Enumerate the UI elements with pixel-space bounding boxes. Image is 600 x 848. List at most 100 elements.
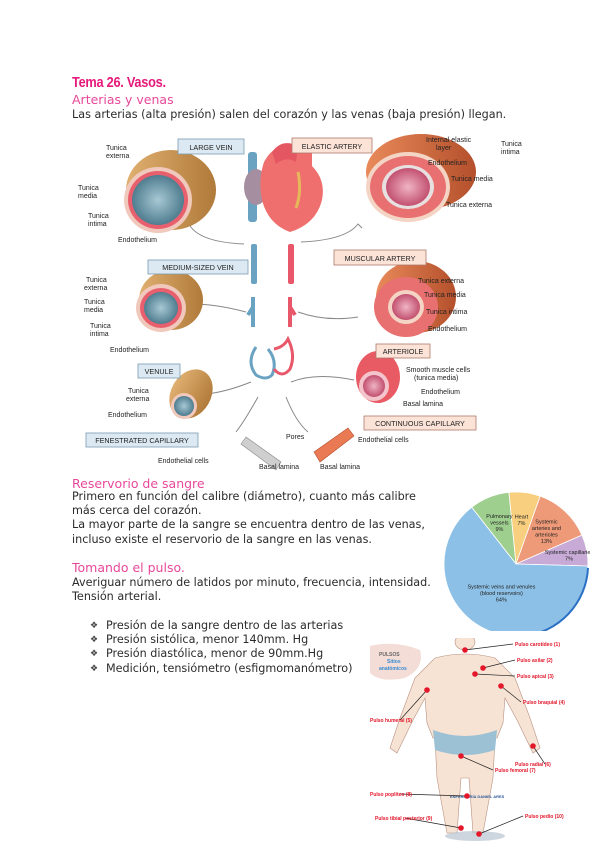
large-vein-illustration (124, 150, 216, 233)
bullet-text: Presión de la sangre dentro de las arter… (106, 619, 344, 632)
pulse-pointer-line (460, 755, 494, 771)
pie-label: 7% (565, 557, 573, 563)
fenestrated-capillary-label: FENESTRATED CAPILLARY (95, 436, 189, 445)
venule-box (137, 363, 181, 379)
lv-intima-label: intima (88, 221, 107, 228)
pie-label: Pulmonary (486, 514, 513, 520)
reservorio-line: más cerca del corazón. (72, 504, 202, 518)
bullet-item: ❖Presión diastólica, menor de 90mm.Hg (90, 647, 353, 661)
watermark-text: ENFERMERÍA DANIEL ARES (450, 794, 505, 799)
ma-tunica-media-label: Tunica media (424, 292, 466, 299)
pie-label: arteries and (532, 526, 561, 532)
pulse-point-label: Pulso humeral (5) (370, 718, 412, 724)
ma-endothelium-label: Endothelium (428, 326, 467, 333)
lv-tunica-externa-label: Tunica (106, 145, 127, 152)
elastic-artery-box (291, 137, 373, 154)
lv-tunica-media-label: Tunica (78, 185, 99, 192)
pulse-point-label: Pulso braquial (4) (523, 700, 565, 706)
mv-externa-label: externa (84, 285, 107, 292)
pulso-text: Averiguar número de latidos por minuto, … (72, 576, 431, 589)
muscular-artery-box (333, 249, 427, 266)
pulse-point-dot (458, 825, 464, 831)
pie-label: Systemic (535, 520, 558, 526)
ar-endothelium-label: Endothelium (421, 389, 460, 396)
fenestrated-capillary-box (85, 432, 199, 448)
pulse-point-dot (458, 753, 464, 759)
paragraph-reservorio: Primero en función del calibre (diámetro… (72, 490, 442, 547)
bullet-text: Presión sistólica, menor 140mm. Hg (106, 633, 309, 647)
pulse-point-label: Pulso pedio (10) (525, 814, 564, 820)
ma-tunica-externa-label: Tunica externa (418, 278, 464, 285)
pulse-point-dot (480, 665, 486, 671)
ea-intima-label: intima (501, 149, 520, 156)
muscular-artery-label: MUSCULAR ARTERY (345, 254, 416, 263)
diamond-bullet-icon: ❖ (90, 635, 99, 646)
pie-label: arterioles (535, 533, 558, 539)
mv-tunica-media-label: Tunica (84, 299, 105, 306)
mv-endothelium-label: Endothelium (110, 347, 149, 354)
ar-basal-lamina-label: Basal lamina (403, 401, 443, 408)
pulse-point-label: Pulso radial (6) (515, 762, 551, 768)
pulse-point-label: Pulso femoral (7) (495, 768, 536, 774)
section-heading-arterias: Arterias y venas (72, 92, 174, 107)
human-body-illustration (389, 638, 541, 834)
pulse-point-label: Pulso poplíteo (8) (370, 792, 412, 798)
elastic-artery-label: ELASTIC ARTERY (302, 142, 363, 151)
pulse-points-body-figure: PULSOS Sitios anatómicos ENFERMERÍA DANI… (365, 638, 565, 843)
vein-segment (251, 244, 257, 284)
pie-label: vessels (490, 521, 509, 527)
venule-label: VENULE (145, 367, 174, 376)
paragraph-arterias: Las arterias (alta presión) salen del co… (72, 108, 507, 121)
pulso-bullet-list: ❖ Presión de la sangre dentro de las arte… (90, 619, 353, 676)
mv-tunica-externa-label: Tunica (86, 277, 107, 284)
pie-slice-systemic-arteries-and-arterioles (515, 495, 583, 565)
arteriole-label: ARTERIOLE (383, 347, 424, 356)
mv-intima-label: intima (90, 331, 109, 338)
large-vein-label: LARGE VEIN (189, 143, 232, 152)
elastic-artery-illustration (366, 134, 476, 222)
pie-label: Systemic capillaries (545, 550, 590, 556)
lv-externa-label: externa (106, 153, 129, 160)
section-heading-pulso: Tomando el pulso. (72, 560, 185, 575)
bullet-item: ❖Presión de la sangre dentro de las arte… (90, 619, 353, 633)
pulse-point-dot (498, 683, 504, 689)
ar-tunica-media-label: (tunica media) (414, 375, 458, 382)
pulse-pointer-line (399, 689, 428, 721)
pulse-point-label: Pulso axilar (2) (517, 658, 553, 664)
pulse-point-dot (424, 687, 430, 693)
medium-vein-illustration (136, 270, 203, 332)
medium-vein-label: MEDIUM-SIZED VEIN (162, 263, 233, 272)
lv-tunica-intima-label: Tunica (88, 213, 109, 220)
mv-media-label: media (84, 307, 103, 314)
pulsos-badge-line3: anatómicos (379, 666, 407, 672)
arteriole-illustration (356, 351, 400, 403)
pulse-point-dot (472, 671, 478, 677)
pulsos-badge-line2: Sitios (387, 659, 401, 665)
lv-endothelium-label: Endothelium (118, 237, 157, 244)
page-title: Tema 26. Vasos. (72, 74, 166, 91)
pulse-pointer-line (404, 817, 462, 829)
heart-illustration (244, 143, 323, 232)
pie-label: Heart (515, 514, 529, 520)
blood-distribution-pie-chart: Pulmonaryvessels9%Heart7%Systemicarterie… (443, 491, 590, 631)
bullet-text: Medición, tensiómetro (esfigmomanómetro) (106, 661, 353, 675)
pulse-pointer-line (399, 793, 468, 797)
pulse-pointer-line (482, 659, 516, 669)
large-vein-box (177, 138, 245, 155)
pie-label: (blood reservoirs) (480, 591, 523, 597)
pie-label: 7% (517, 521, 525, 527)
pulse-point-dot (462, 647, 468, 653)
muscular-artery-illustration (374, 261, 456, 337)
fc-endothelial-cells-label: Endothelial cells (158, 458, 209, 465)
diamond-bullet-icon: ❖ (90, 663, 99, 674)
ea-internal-elastic-label: Internal elastic (426, 137, 472, 144)
diamond-bullet-icon: ❖ (90, 649, 99, 660)
arteriole-box (375, 343, 431, 359)
continuous-capillary-box (363, 415, 477, 431)
cc-basal-lamina-label: Basal lamina (320, 464, 360, 471)
vn-tunica-label: Tunica (128, 388, 149, 395)
ma-tunica-intima-label: Tunica intima (426, 309, 467, 316)
section-heading-reservorio: Reservorio de sangre (72, 476, 205, 491)
pie-label: 9% (495, 527, 503, 533)
pie-label: Systemic veins and venules (467, 584, 535, 590)
